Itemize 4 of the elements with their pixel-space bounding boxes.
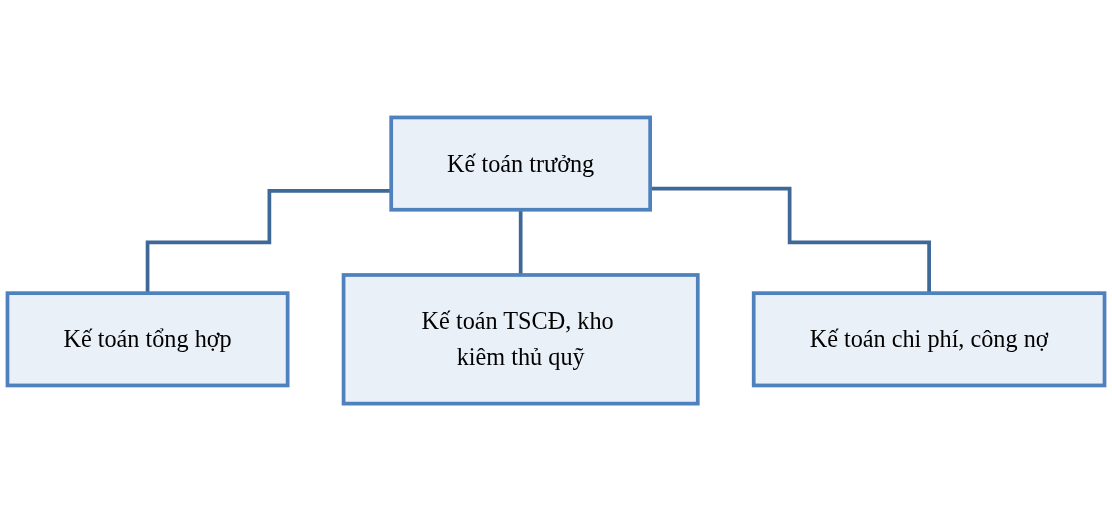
node-box: Kế toán tổng hợp bbox=[5, 291, 290, 388]
node-box: Kế toán chi phí, công nợ bbox=[751, 291, 1107, 388]
node-box: Kế toán TSCĐ, kho kiêm thủ quỹ bbox=[341, 273, 700, 406]
node-box: Kế toán trưởng bbox=[389, 116, 652, 213]
